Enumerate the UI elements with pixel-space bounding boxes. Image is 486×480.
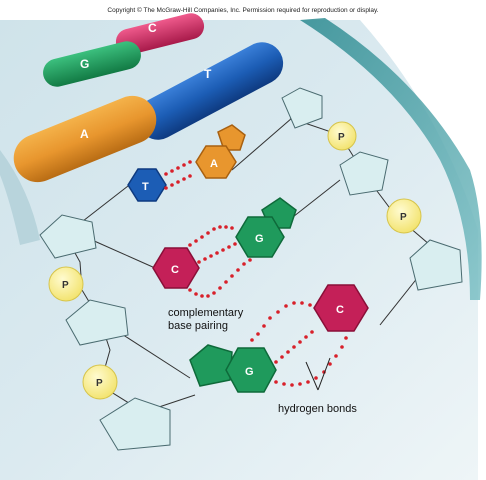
sugar-pentagon (339, 151, 389, 196)
phosphate-circle (327, 121, 357, 151)
helix-backbone-ribbon (300, 18, 482, 300)
helix-rods: C G T A (13, 13, 284, 183)
phosphate-label: P (96, 378, 103, 389)
complementary-label: complementary (168, 307, 244, 319)
hydrogen-bonds-label: hydrogen bonds (278, 403, 357, 415)
guanine-label: G (255, 233, 264, 245)
cytosine-hexagon (313, 284, 369, 332)
rod-cytosine (115, 13, 205, 55)
copyright-notice: Copyright © The McGraw-Hill Companies, I… (107, 7, 379, 14)
phosphate-circle (386, 198, 422, 234)
guanine-hexagon (225, 347, 277, 393)
sugar-pentagon (99, 397, 171, 451)
left-strand: P P (39, 214, 171, 451)
phosphate-circle (48, 266, 84, 302)
helix-ribbon-left (0, 150, 40, 245)
right-strand: P P (281, 87, 463, 291)
base-pair-c-g: C G (152, 197, 297, 298)
sugar-pentagon (281, 87, 323, 129)
phosphate-label: P (400, 212, 407, 223)
cytosine-label: C (336, 304, 344, 316)
base-pair-g-c: G C (189, 284, 369, 393)
rod-thymine (136, 42, 284, 140)
sugar-pentagon (409, 239, 463, 291)
callout-lines (305, 357, 331, 391)
base-pairing-label: base pairing (168, 320, 228, 332)
phosphate-label: P (338, 132, 345, 143)
guanine-hexagon (235, 216, 285, 258)
rod-adenine (13, 95, 157, 183)
hydrogen-bond (188, 225, 252, 298)
base-pair-t-a: T A (127, 124, 246, 202)
rod-label-c: C (148, 21, 157, 35)
thymine-label: T (142, 181, 149, 193)
hydrogen-bond (164, 160, 192, 190)
adenine-hexagon (195, 145, 237, 179)
adenine-label: A (210, 158, 218, 170)
phosphate-label: P (62, 280, 69, 291)
rod-label-a: A (80, 127, 89, 141)
sugar-pentagon (39, 214, 97, 259)
thymine-hexagon (127, 168, 167, 202)
guanine-label: G (245, 366, 254, 378)
sugar-pentagon (65, 299, 129, 346)
cytosine-hexagon (152, 247, 200, 289)
rod-label-t: T (204, 67, 212, 81)
hydrogen-bond (250, 301, 348, 387)
cytosine-label: C (171, 264, 179, 276)
rod-label-g: G (80, 57, 89, 71)
phosphate-circle (82, 364, 118, 400)
rod-guanine (43, 41, 141, 87)
